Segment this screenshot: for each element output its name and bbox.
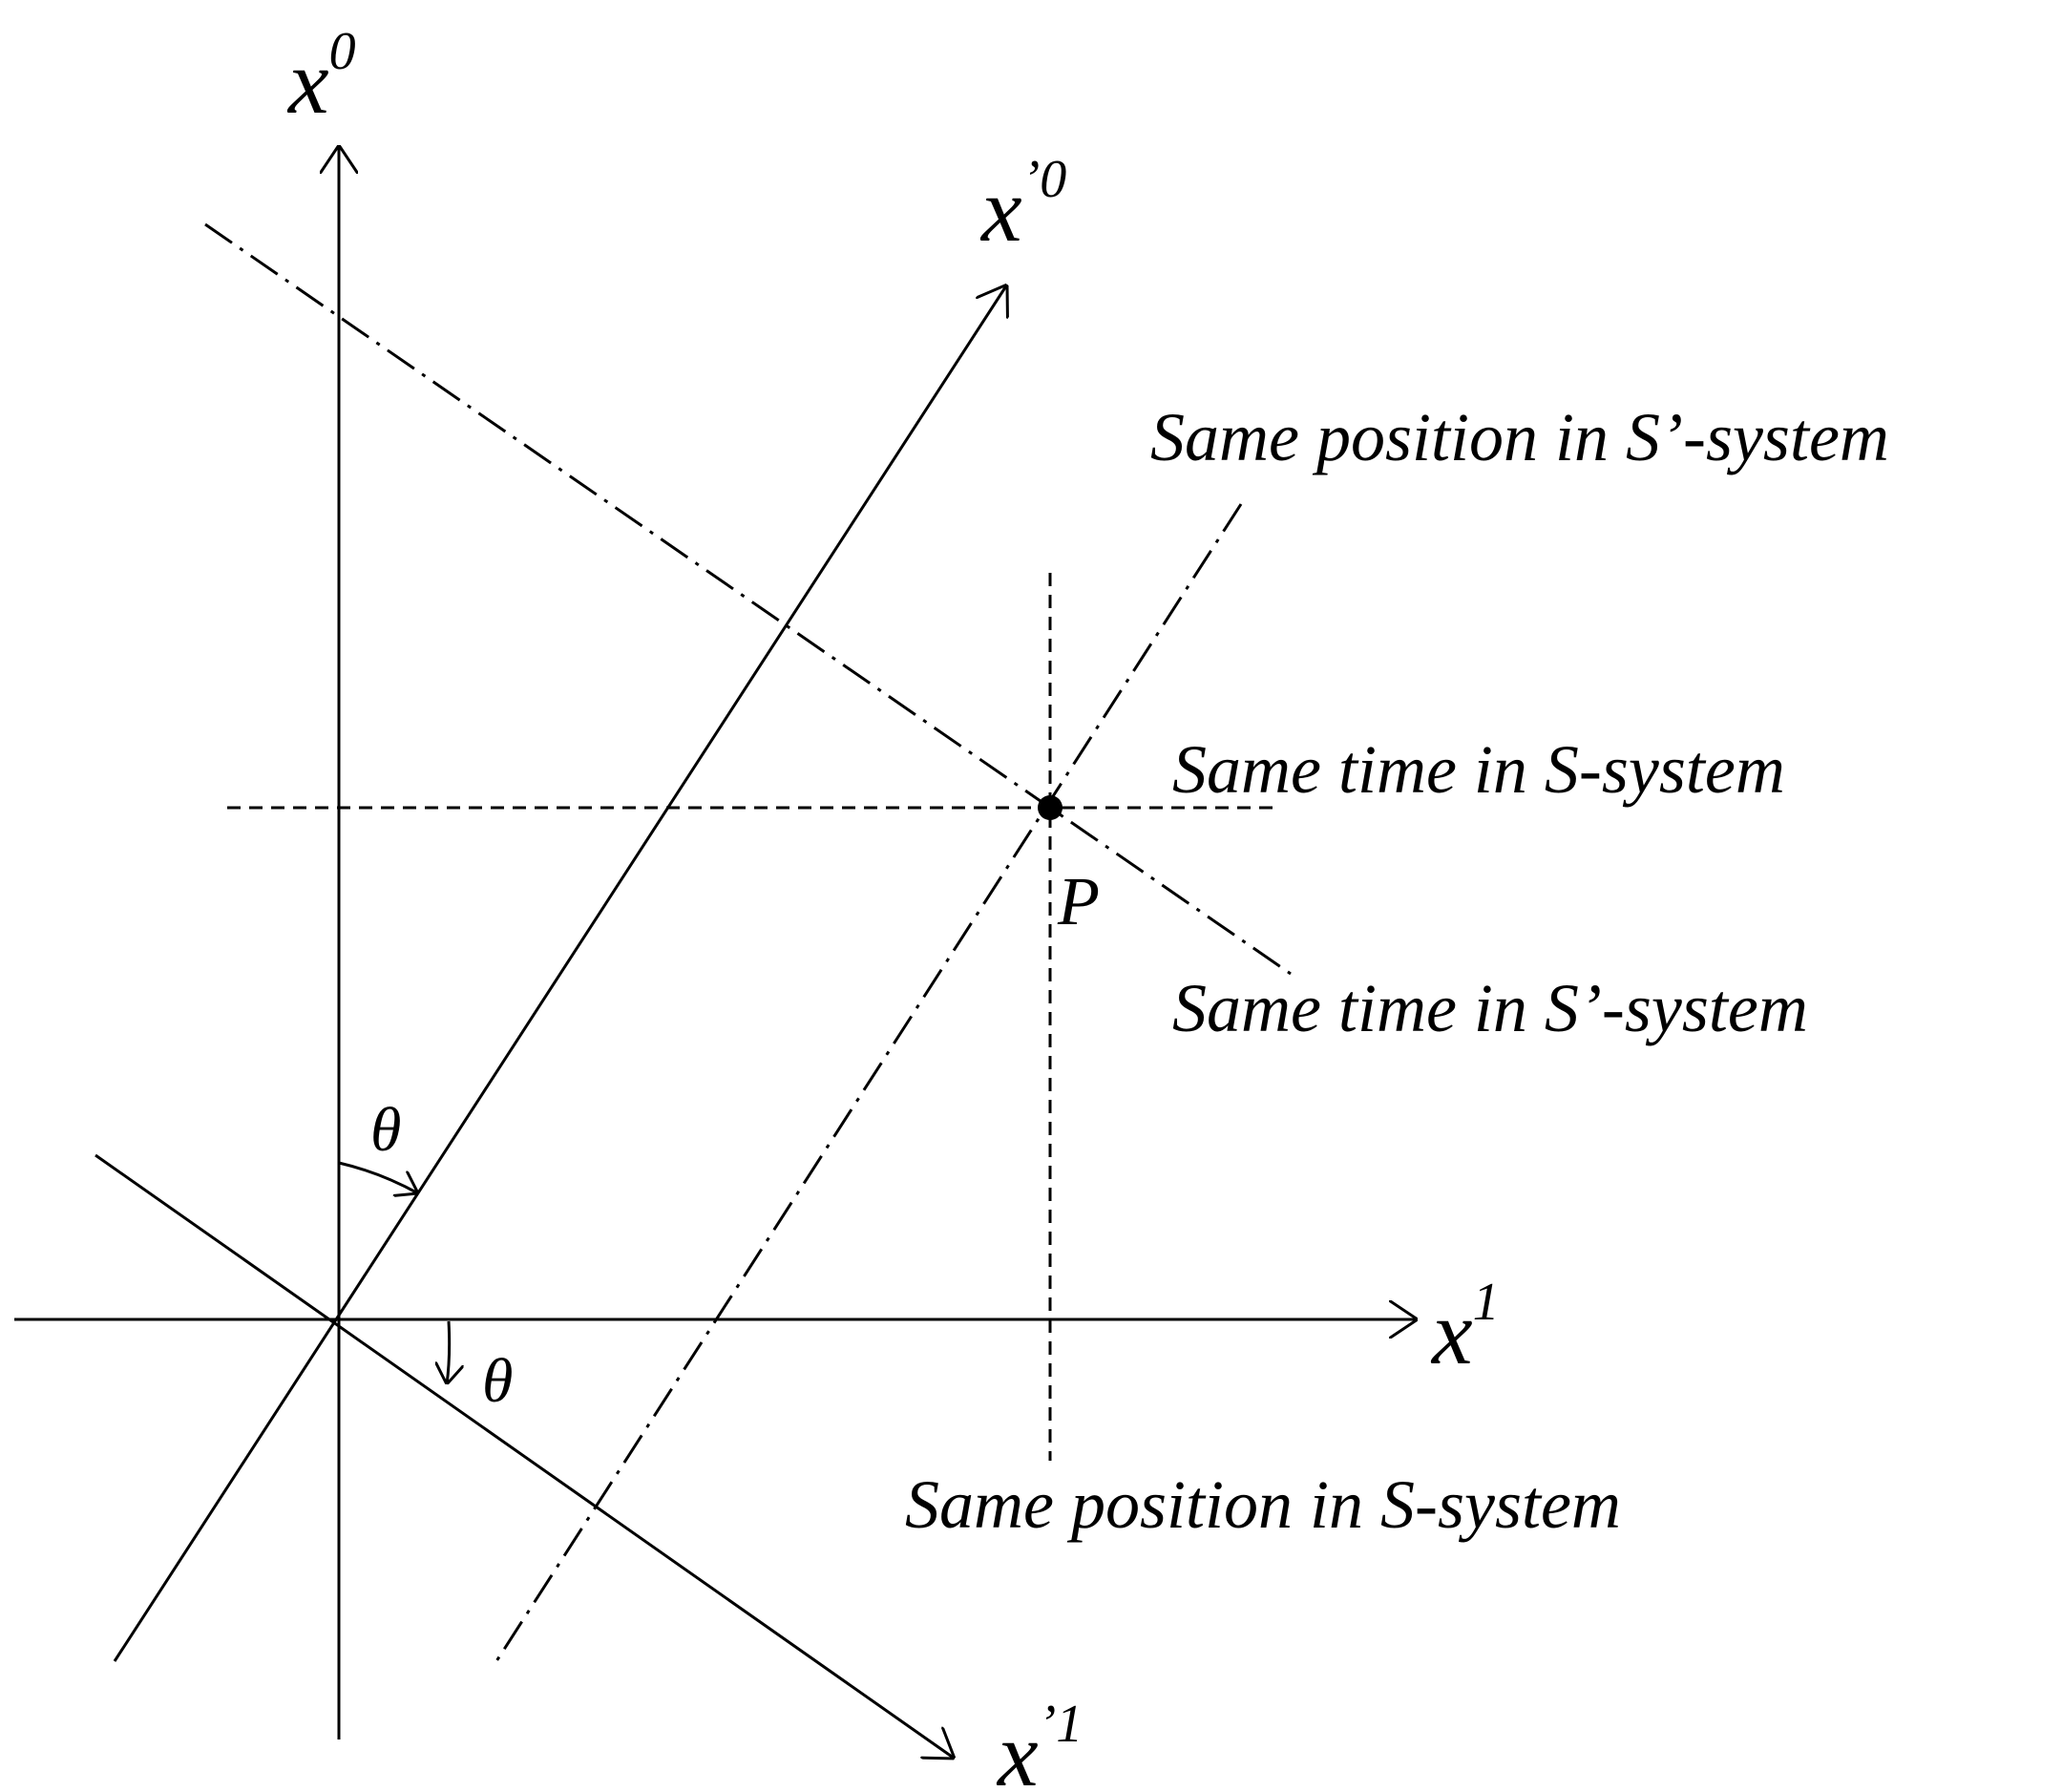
same-time-s-prime-label: Same time in S’-system [1172,970,1808,1046]
x0-label: x0 [286,22,356,133]
upper-angle-arc [338,1161,418,1193]
same-position-s-prime-label: Same position in S’-system [1150,399,1889,475]
lower-angle-label: θ [482,1346,513,1416]
same-position-s-label: Same position in S-system [905,1466,1621,1543]
point-label: P [1057,863,1100,939]
same-position-s-prime-line [494,503,1243,1662]
lower-angle-arc [447,1320,450,1384]
same-time-s-prime-line [204,222,1292,976]
xp1-axis [95,1153,955,1759]
xp0-axis [113,285,1007,1662]
xp0-label: x’0 [979,150,1066,261]
same-time-s-label: Same time in S-system [1172,731,1785,808]
upper-angle-label: θ [370,1095,401,1165]
event-point [1038,795,1063,820]
xp1-label: x’1 [996,1695,1083,1792]
x1-label: x1 [1430,1273,1500,1383]
